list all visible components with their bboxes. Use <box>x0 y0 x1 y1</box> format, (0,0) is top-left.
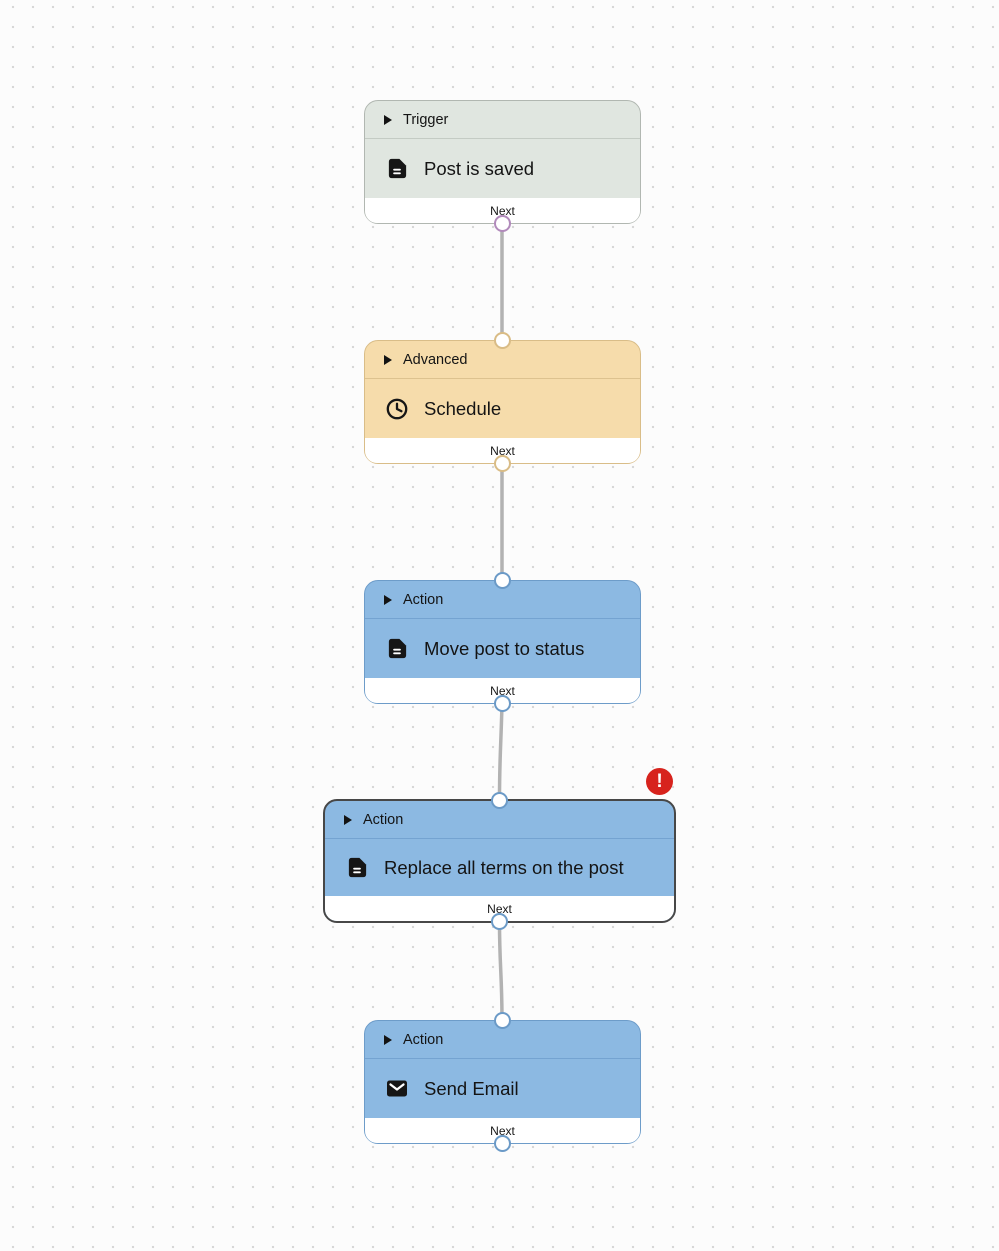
collapse-arrow-icon <box>384 114 392 125</box>
node-title: Schedule <box>424 397 502 419</box>
node-title: Send Email <box>424 1077 519 1099</box>
output-port[interactable] <box>491 913 508 930</box>
node-title: Move post to status <box>424 637 585 659</box>
output-port[interactable] <box>494 455 511 472</box>
node-header[interactable]: Advanced <box>365 341 640 379</box>
node-body[interactable]: Replace all terms on the post <box>325 839 674 896</box>
node-replace-all-terms[interactable]: Action Replace all terms on the post Nex… <box>323 792 676 930</box>
error-badge[interactable]: ! <box>646 768 673 795</box>
node-send-email[interactable]: Action Send Email Next <box>364 1012 641 1152</box>
node-header[interactable]: Action <box>365 1021 640 1059</box>
node-body[interactable]: Move post to status <box>365 619 640 678</box>
node-category-label: Advanced <box>403 351 468 368</box>
edge-action2-action3 <box>497 921 504 1022</box>
node-category-label: Action <box>403 591 444 608</box>
output-port[interactable] <box>494 215 511 232</box>
next-label: Next <box>490 203 515 218</box>
node-schedule[interactable]: Advanced Schedule Next <box>364 332 641 472</box>
node-body[interactable]: Post is saved <box>365 139 640 198</box>
collapse-arrow-icon <box>384 594 392 605</box>
next-label: Next <box>487 901 512 916</box>
node-category-label: Trigger <box>403 111 449 128</box>
node-category-label: Action <box>363 811 404 828</box>
output-port[interactable] <box>494 695 511 712</box>
node-category-label: Action <box>403 1031 444 1048</box>
input-port[interactable] <box>494 332 511 349</box>
node-body[interactable]: Schedule <box>365 379 640 438</box>
input-port[interactable] <box>491 792 508 809</box>
input-port[interactable] <box>494 1012 511 1029</box>
output-port[interactable] <box>494 1135 511 1152</box>
node-header[interactable]: Action <box>365 581 640 619</box>
document-icon <box>385 637 409 661</box>
collapse-arrow-icon <box>344 814 352 825</box>
collapse-arrow-icon <box>384 1034 392 1045</box>
node-title: Replace all terms on the post <box>384 856 624 878</box>
collapse-arrow-icon <box>384 354 392 365</box>
node-body[interactable]: Send Email <box>365 1059 640 1118</box>
exclamation-icon: ! <box>656 771 663 792</box>
next-label: Next <box>490 443 515 458</box>
document-icon <box>385 157 409 181</box>
document-icon <box>345 856 369 880</box>
input-port[interactable] <box>494 572 511 589</box>
node-move-post-to-status[interactable]: Action Move post to status Next <box>364 572 641 712</box>
node-title: Post is saved <box>424 157 535 179</box>
node-footer: Next <box>365 438 640 463</box>
clock-icon <box>385 397 409 421</box>
envelope-icon <box>385 1077 409 1101</box>
node-trigger[interactable]: Trigger Post is saved Next <box>364 100 641 232</box>
node-header[interactable]: Trigger <box>365 101 640 139</box>
node-header[interactable]: Action <box>325 801 674 839</box>
next-label: Next <box>490 1123 515 1138</box>
next-label: Next <box>490 683 515 698</box>
edge-action1-action2 <box>497 702 504 801</box>
